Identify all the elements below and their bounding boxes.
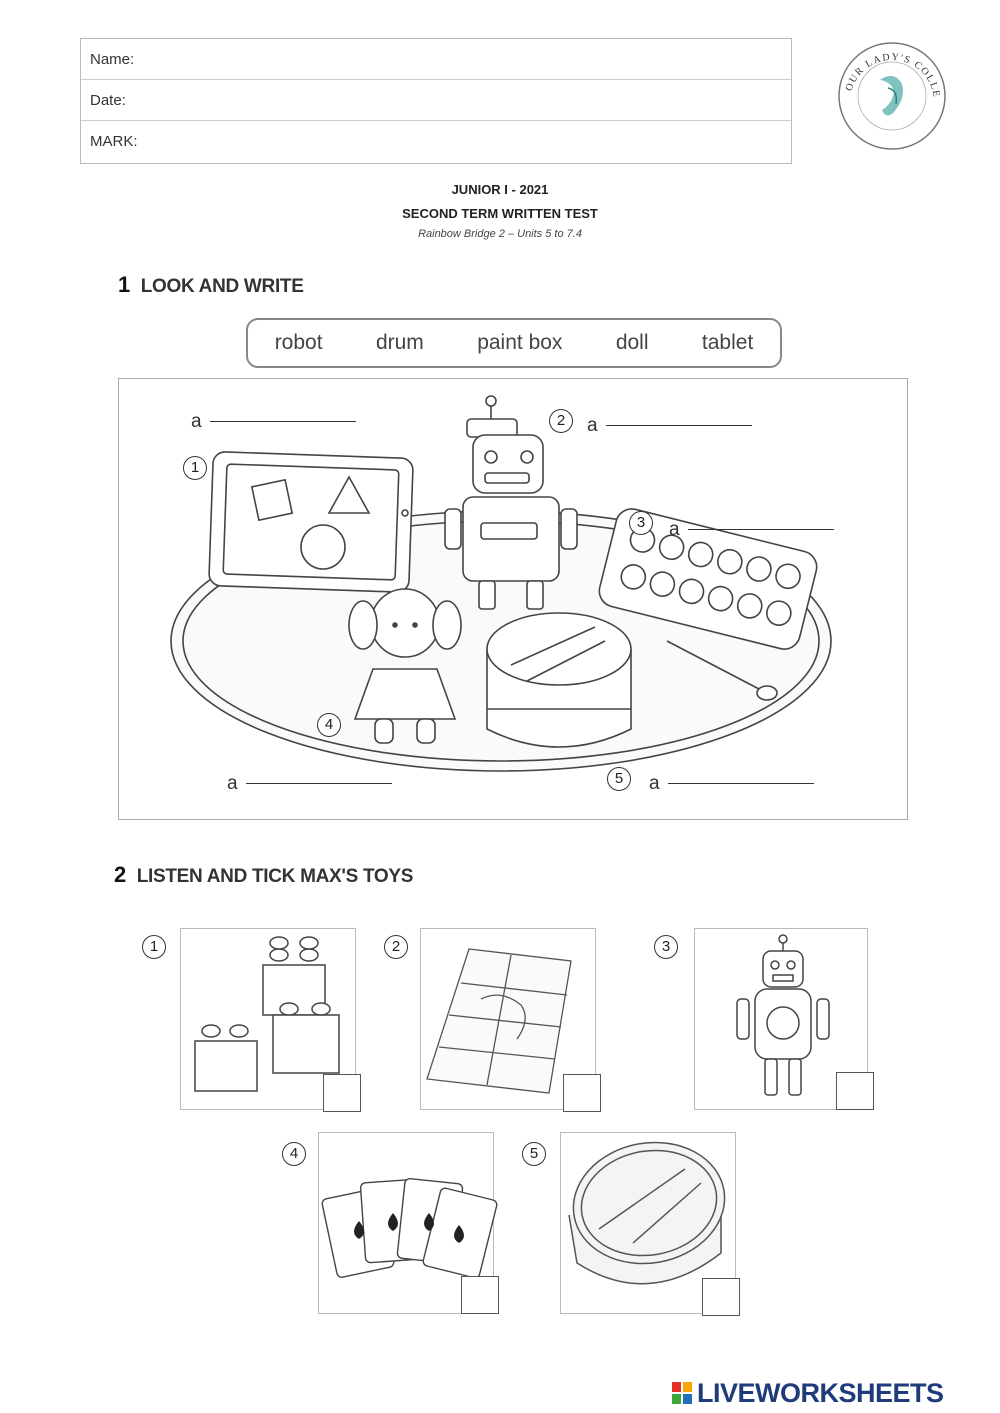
item-number-1: 1 xyxy=(183,456,207,480)
item-number-5: 5 xyxy=(607,767,631,791)
tablet-icon xyxy=(208,451,414,593)
answer-line-4[interactable]: a xyxy=(227,773,392,795)
toy-number-5: 5 xyxy=(522,1142,546,1166)
answer-line-5[interactable]: a xyxy=(649,773,814,795)
tick-box-3[interactable] xyxy=(836,1072,874,1110)
drum-icon xyxy=(568,1141,726,1285)
tick-box-2[interactable] xyxy=(563,1074,601,1112)
school-logo: OUR LADY'S COLLEGE xyxy=(832,32,946,150)
answer-line-3[interactable]: a xyxy=(669,519,834,541)
answer-article: a xyxy=(669,519,680,540)
tick-box-5[interactable] xyxy=(702,1278,740,1316)
section2-title: LISTEN AND TICK MAX'S TOYS xyxy=(136,866,414,887)
blocks-icon xyxy=(194,936,340,1092)
tick-box-4[interactable] xyxy=(461,1276,499,1314)
item-number-2: 2 xyxy=(549,409,573,433)
word-paint-box: paint box xyxy=(477,331,563,354)
robot-icon xyxy=(736,934,830,1096)
test-level: JUNIOR I - 2021 xyxy=(451,182,549,197)
tick-box-1[interactable] xyxy=(323,1074,361,1112)
robot-icon xyxy=(444,395,578,610)
mark-field[interactable]: MARK: xyxy=(90,133,138,150)
paint-box-icon xyxy=(598,508,818,701)
word-doll: doll xyxy=(615,331,649,354)
answer-article: a xyxy=(587,415,598,436)
name-field[interactable]: Name: xyxy=(81,39,791,80)
item-number-4: 4 xyxy=(317,713,341,737)
toy-number-3: 3 xyxy=(654,935,678,959)
section2-number: 2 xyxy=(114,862,127,887)
student-info-form: Name: Date: MARK: xyxy=(80,38,792,164)
drum-icon xyxy=(486,612,632,748)
answer-article: a xyxy=(191,411,202,432)
answer-line-1[interactable]: a xyxy=(191,411,356,433)
answer-article: a xyxy=(227,773,238,794)
word-drum: drum xyxy=(375,331,424,354)
doll-icon xyxy=(348,588,462,744)
toy-picture-3 xyxy=(694,928,868,1110)
answer-line-2[interactable]: a xyxy=(587,415,752,437)
toy-number-1: 1 xyxy=(142,935,166,959)
section1-number: 1 xyxy=(118,272,131,297)
toy-number-4: 4 xyxy=(282,1142,306,1166)
section2-heading: 2 LISTEN AND TICK MAX'S TOYS xyxy=(114,862,413,888)
answer-article: a xyxy=(649,773,660,794)
word-tablet: tablet xyxy=(701,331,754,354)
cards-icon xyxy=(321,1177,498,1279)
toys-illustration xyxy=(170,395,832,772)
liveworksheets-logo-icon xyxy=(672,1382,692,1404)
puzzle-icon xyxy=(426,948,572,1094)
toy-picture-1 xyxy=(180,928,356,1110)
toys-picture-panel: a 1 2 a 3 a 4 a 5 a xyxy=(118,378,908,820)
word-robot: robot xyxy=(274,331,323,354)
liveworksheets-brand[interactable]: LIVEWORKSHEETS xyxy=(697,1378,944,1408)
test-title: SECOND TERM WRITTEN TEST xyxy=(402,206,598,221)
test-units: Rainbow Bridge 2 – Units 5 to 7.4 xyxy=(418,228,582,240)
section1-title: LOOK AND WRITE xyxy=(140,276,304,297)
toy-number-2: 2 xyxy=(384,935,408,959)
word-bank: robot drum paint box doll tablet xyxy=(246,318,782,368)
date-field[interactable]: Date: xyxy=(81,80,791,121)
section1-heading: 1 LOOK AND WRITE xyxy=(118,272,304,298)
item-number-3: 3 xyxy=(629,511,653,535)
